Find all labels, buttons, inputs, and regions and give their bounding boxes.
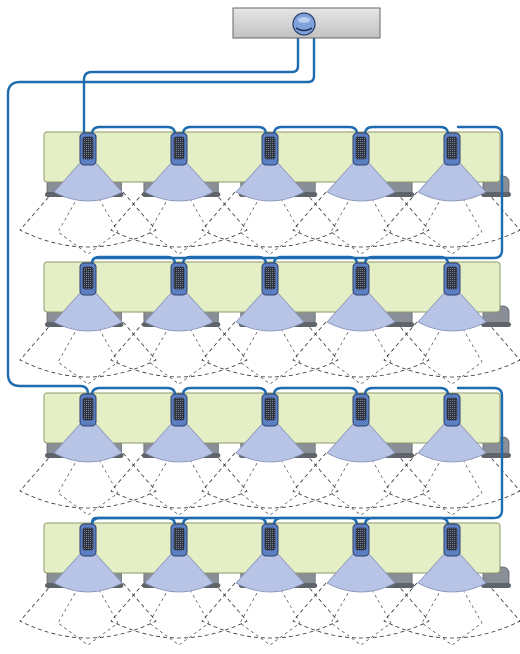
pickup-outline	[383, 582, 520, 639]
table-microphone-icon[interactable]	[170, 262, 188, 296]
pickup-beam-icon	[144, 291, 214, 332]
cable-link	[181, 386, 268, 397]
table-microphone-icon[interactable]	[170, 393, 188, 427]
pickup-outline-inner	[57, 326, 119, 385]
pickup-beam-icon	[326, 422, 396, 463]
pickup-outline	[383, 191, 520, 248]
table-microphone-icon[interactable]	[352, 132, 370, 166]
pickup-outline-inner	[421, 587, 483, 646]
pickup-outline	[201, 452, 339, 509]
table-microphone-icon[interactable]	[352, 393, 370, 427]
pickup-outline-inner	[148, 196, 210, 255]
cable-hub-to-row3	[6, 36, 316, 396]
table-microphone-icon[interactable]	[443, 262, 461, 296]
pickup-beam-icon	[235, 552, 305, 593]
table-microphone-icon[interactable]	[352, 523, 370, 557]
cable-link	[272, 386, 359, 397]
cable-row3-to-row4	[90, 386, 504, 526]
pickup-beam-icon	[53, 422, 123, 463]
pickup-beam-icon	[326, 552, 396, 593]
pickup-outline-inner	[421, 196, 483, 255]
pickup-beam-icon	[235, 422, 305, 463]
pickup-outline	[292, 191, 430, 248]
pickup-beam-icon	[144, 422, 214, 463]
pickup-outline-inner	[330, 587, 392, 646]
pickup-outline	[201, 191, 339, 248]
pickup-beam-icon	[326, 291, 396, 332]
cable-layer	[6, 36, 504, 527]
pickup-outline-inner	[330, 196, 392, 255]
table-microphone-icon[interactable]	[170, 132, 188, 166]
pickup-outline-inner	[239, 196, 301, 255]
pickup-outline-inner	[239, 457, 301, 516]
cable-link	[90, 386, 177, 397]
pickup-outline-inner	[330, 326, 392, 385]
table-microphone-icon[interactable]	[79, 132, 97, 166]
cable-link	[363, 125, 450, 136]
pickup-outline	[110, 452, 248, 509]
pickup-outline-inner	[57, 587, 119, 646]
cable-hub-to-row1	[82, 36, 300, 134]
table-microphone-icon[interactable]	[261, 523, 279, 557]
pickup-beam-icon	[53, 161, 123, 202]
pickup-outline	[292, 582, 430, 639]
pickup-outline	[110, 191, 248, 248]
pickup-beam-icon	[144, 161, 214, 202]
cable-link	[181, 125, 268, 136]
microphones-layer	[79, 132, 461, 557]
pickup-outline	[19, 452, 157, 509]
pickup-beam-icon	[235, 161, 305, 202]
pickup-outline	[110, 582, 248, 639]
cable-row1-to-row2	[90, 125, 504, 266]
table-microphone-icon[interactable]	[261, 393, 279, 427]
table-microphone-icon[interactable]	[443, 132, 461, 166]
pickup-outline-inner	[57, 457, 119, 516]
pickup-outline-inner	[148, 587, 210, 646]
cable-link	[363, 386, 450, 397]
pickup-outline	[383, 321, 520, 378]
pickup-outline	[19, 582, 157, 639]
pickup-outline	[19, 191, 157, 248]
pickup-outline	[201, 321, 339, 378]
hub-layer	[232, 7, 381, 39]
pickup-beam-icon	[53, 291, 123, 332]
pickup-beam-icon	[326, 161, 396, 202]
pickup-outline	[110, 321, 248, 378]
cable-link	[272, 125, 359, 136]
pickup-outline	[292, 452, 430, 509]
pickup-outline-inner	[330, 457, 392, 516]
pickup-outline-inner	[239, 587, 301, 646]
table-microphone-icon[interactable]	[261, 132, 279, 166]
pickup-outline-inner	[148, 326, 210, 385]
table-microphone-icon[interactable]	[79, 523, 97, 557]
table-microphone-icon[interactable]	[352, 262, 370, 296]
pickup-outline-inner	[148, 457, 210, 516]
table-microphone-icon[interactable]	[443, 523, 461, 557]
table-microphone-icon[interactable]	[79, 393, 97, 427]
cable-link	[90, 125, 177, 136]
pickup-outline	[201, 582, 339, 639]
pickup-beam-icon	[417, 422, 487, 463]
pickup-outline-inner	[57, 196, 119, 255]
pickup-outline	[292, 321, 430, 378]
beams-layer	[53, 161, 487, 593]
pickup-beam-icon	[235, 291, 305, 332]
pickup-beam-icon	[53, 552, 123, 593]
pickup-outline	[383, 452, 520, 509]
pickup-beam-icon	[417, 552, 487, 593]
pickup-outline	[19, 321, 157, 378]
table-microphone-icon[interactable]	[261, 262, 279, 296]
table-microphone-icon[interactable]	[170, 523, 188, 557]
pickup-beam-icon	[417, 161, 487, 202]
pickup-beam-icon	[144, 552, 214, 593]
table-microphone-icon[interactable]	[443, 393, 461, 427]
pickup-outline-inner	[421, 457, 483, 516]
table-microphone-icon[interactable]	[79, 262, 97, 296]
pickup-beam-icon	[417, 291, 487, 332]
pickup-outline-inner	[239, 326, 301, 385]
ceiling-hub-icon[interactable]	[232, 7, 381, 39]
pickup-outline-inner	[421, 326, 483, 385]
